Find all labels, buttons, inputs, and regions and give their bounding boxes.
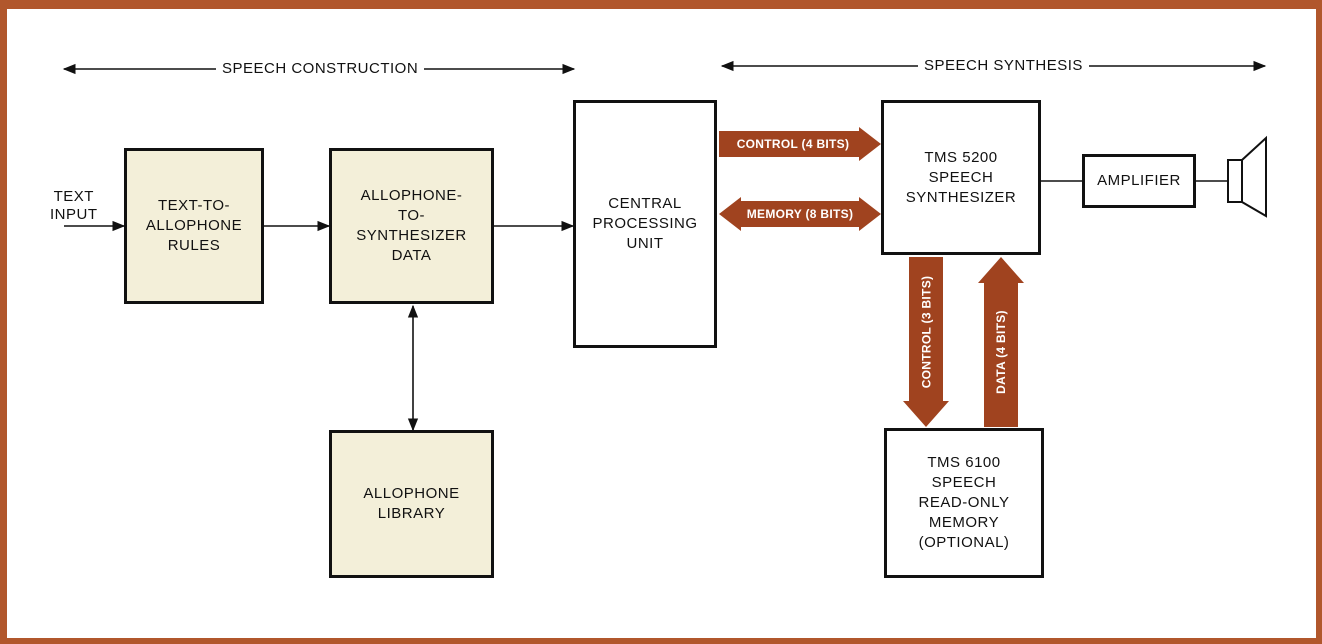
data-4bit-bus: DATA (4 BITS) bbox=[978, 257, 1024, 427]
cpu-block: CENTRAL PROCESSING UNIT bbox=[573, 100, 717, 348]
memory-8bit-label: MEMORY (8 BITS) bbox=[746, 207, 854, 221]
speech-construction-label: SPEECH CONSTRUCTION bbox=[216, 60, 425, 77]
amplifier-block: AMPLIFIER bbox=[1082, 154, 1196, 208]
control-4bit-bus: CONTROL (4 BITS) bbox=[719, 127, 881, 161]
control-3bit-label: CONTROL (3 BITS) bbox=[919, 275, 934, 389]
text-input-label: TEXT INPUT bbox=[50, 188, 98, 223]
control-3bit-bus: CONTROL (3 BITS) bbox=[903, 257, 949, 427]
data-4bit-bus-arrow bbox=[978, 257, 1024, 427]
text-to-allophone-rules-block: TEXT-TO- ALLOPHONE RULES bbox=[124, 148, 264, 304]
allophone-to-synthesizer-block: ALLOPHONE- TO- SYNTHESIZER DATA bbox=[329, 148, 494, 304]
speech-synthesizer-block: TMS 5200 SPEECH SYNTHESIZER bbox=[881, 100, 1041, 255]
speaker-icon bbox=[1227, 135, 1267, 218]
control-4bit-label: CONTROL (4 BITS) bbox=[736, 137, 850, 151]
memory-8bit-bus-arrow bbox=[719, 197, 881, 231]
control-4bit-bus-arrow bbox=[719, 127, 881, 161]
control-3bit-bus-arrow bbox=[903, 257, 949, 427]
allophone-library-block: ALLOPHONE LIBRARY bbox=[329, 430, 494, 578]
memory-8bit-bus: MEMORY (8 BITS) bbox=[719, 197, 881, 231]
speech-rom-block: TMS 6100 SPEECH READ-ONLY MEMORY (OPTION… bbox=[884, 428, 1044, 578]
speech-synthesis-label: SPEECH SYNTHESIS bbox=[918, 57, 1089, 74]
data-4bit-label: DATA (4 BITS) bbox=[994, 310, 1009, 394]
